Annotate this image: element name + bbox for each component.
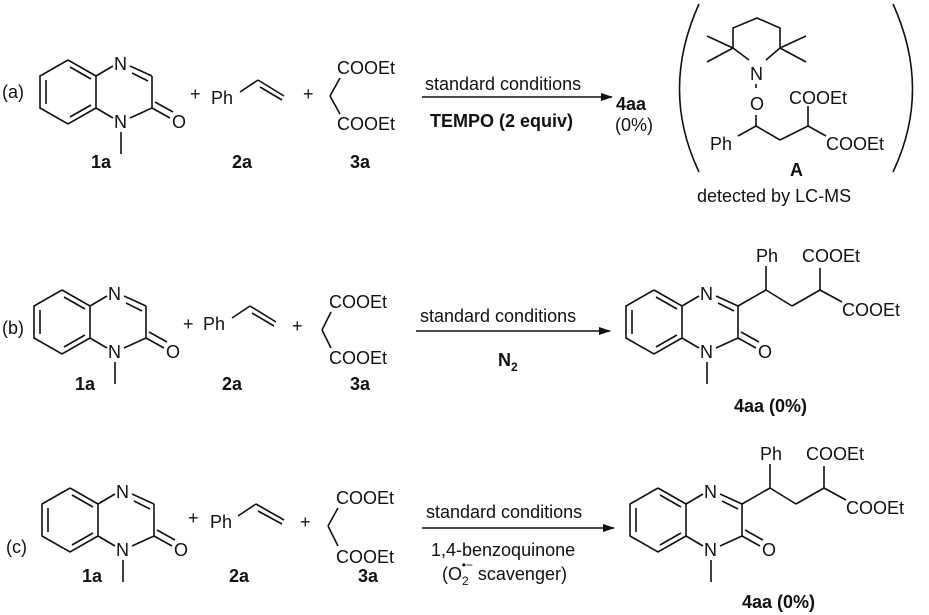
svg-text:Ph: Ph <box>210 512 232 532</box>
compound-1a-structure: N N O <box>39 54 186 155</box>
svg-text:Ph: Ph <box>211 88 233 108</box>
condition-note: (O2•− scavenger) <box>442 558 567 588</box>
open-paren <box>678 3 700 173</box>
compound-label: 3a <box>350 374 371 394</box>
plus-sign: + <box>292 316 303 336</box>
svg-text:COOEt: COOEt <box>329 348 387 368</box>
svg-text:O: O <box>166 342 180 362</box>
compound-2a-structure: Ph <box>211 79 285 108</box>
svg-text:N: N <box>108 284 121 304</box>
svg-text:Ph: Ph <box>756 246 778 266</box>
product-label: 4aa <box>616 94 647 114</box>
scheme-label: (b) <box>2 318 24 338</box>
svg-text:Ph: Ph <box>710 134 732 154</box>
svg-text:N: N <box>700 342 713 362</box>
intermediate-a-structure: N O Ph COOEt COOEt A detected by LC-MS <box>678 3 914 206</box>
condition-bottom: 1,4-benzoquinone <box>431 540 575 560</box>
compound-3a-structure: COOEt COOEt <box>321 292 387 368</box>
condition-top: standard conditions <box>420 306 576 326</box>
condition-bottom: TEMPO (2 equiv) <box>430 111 573 131</box>
svg-text:COOEt: COOEt <box>806 444 864 464</box>
svg-text:COOEt: COOEt <box>337 58 395 78</box>
svg-text:O: O <box>762 540 776 560</box>
intermediate-label: A <box>790 160 803 180</box>
svg-text:COOEt: COOEt <box>329 292 387 312</box>
scheme-label: (c) <box>6 537 27 557</box>
compound-label: 2a <box>232 152 253 172</box>
condition-bottom: N2 <box>498 350 518 374</box>
detection-note: detected by LC-MS <box>697 186 851 206</box>
compound-label: 1a <box>82 566 103 586</box>
svg-text:N: N <box>750 64 763 84</box>
compound-3a-structure: COOEt COOEt <box>327 488 394 567</box>
plus-sign: + <box>300 512 311 532</box>
svg-text:Ph: Ph <box>760 444 782 464</box>
compound-1a-structure: N N O <box>33 284 180 385</box>
compound-1a-structure: N N O <box>41 482 188 583</box>
svg-text:COOEt: COOEt <box>336 488 394 508</box>
scheme-a: (a) N N O 1a + Ph 2a + COOEt COOEt 3a st… <box>2 3 914 206</box>
svg-text:N: N <box>700 284 713 304</box>
svg-text:COOEt: COOEt <box>802 246 860 266</box>
condition-top: standard conditions <box>425 74 581 94</box>
svg-text:N: N <box>116 540 129 560</box>
plus-sign: + <box>183 314 194 334</box>
scheme-c: (c) N N O 1a + Ph 2a + COOEt COOEt 3a st… <box>6 444 904 612</box>
svg-text:COOEt: COOEt <box>336 547 394 567</box>
condition-top: standard conditions <box>426 502 582 522</box>
scheme-b: (b) N N O 1a + Ph 2a + COOEt COOEt 3a st… <box>2 246 900 416</box>
plus-sign: + <box>190 84 201 104</box>
svg-text:O: O <box>758 342 772 362</box>
compound-2a-structure: Ph <box>210 503 285 532</box>
svg-text:N: N <box>116 482 129 502</box>
close-paren <box>892 3 914 173</box>
compound-2a-structure: Ph <box>203 305 277 334</box>
svg-text:O: O <box>174 540 188 560</box>
plus-sign: + <box>188 508 199 528</box>
product-4aa-structure: N N O Ph COOEt COOEt <box>625 246 900 385</box>
svg-text:COOEt: COOEt <box>789 88 847 108</box>
compound-3a-structure: COOEt COOEt <box>329 58 395 134</box>
compound-label: 3a <box>358 566 379 586</box>
compound-label: 2a <box>222 374 243 394</box>
compound-label: 1a <box>91 152 112 172</box>
svg-text:COOEt: COOEt <box>826 134 884 154</box>
atom-o: O <box>172 112 186 132</box>
product-label: 4aa(0%) <box>734 396 807 416</box>
svg-text:COOEt: COOEt <box>337 114 395 134</box>
svg-text:Ph: Ph <box>203 314 225 334</box>
compound-label: 2a <box>229 566 250 586</box>
atom-n: N <box>114 112 127 132</box>
atom-n: N <box>114 54 127 74</box>
compound-label: 3a <box>350 152 371 172</box>
scheme-label: (a) <box>2 82 24 102</box>
product-label: 4aa(0%) <box>742 592 815 612</box>
svg-text:N: N <box>704 540 717 560</box>
product-yield: (0%) <box>615 115 653 135</box>
compound-label: 1a <box>75 374 96 394</box>
svg-text:N: N <box>704 482 717 502</box>
plus-sign: + <box>303 84 314 104</box>
svg-text:N: N <box>108 342 121 362</box>
svg-text:COOEt: COOEt <box>842 300 900 320</box>
product-4aa-structure: N N O Ph COOEt COOEt <box>629 444 904 583</box>
svg-text:O: O <box>750 94 764 114</box>
svg-text:COOEt: COOEt <box>846 498 904 518</box>
